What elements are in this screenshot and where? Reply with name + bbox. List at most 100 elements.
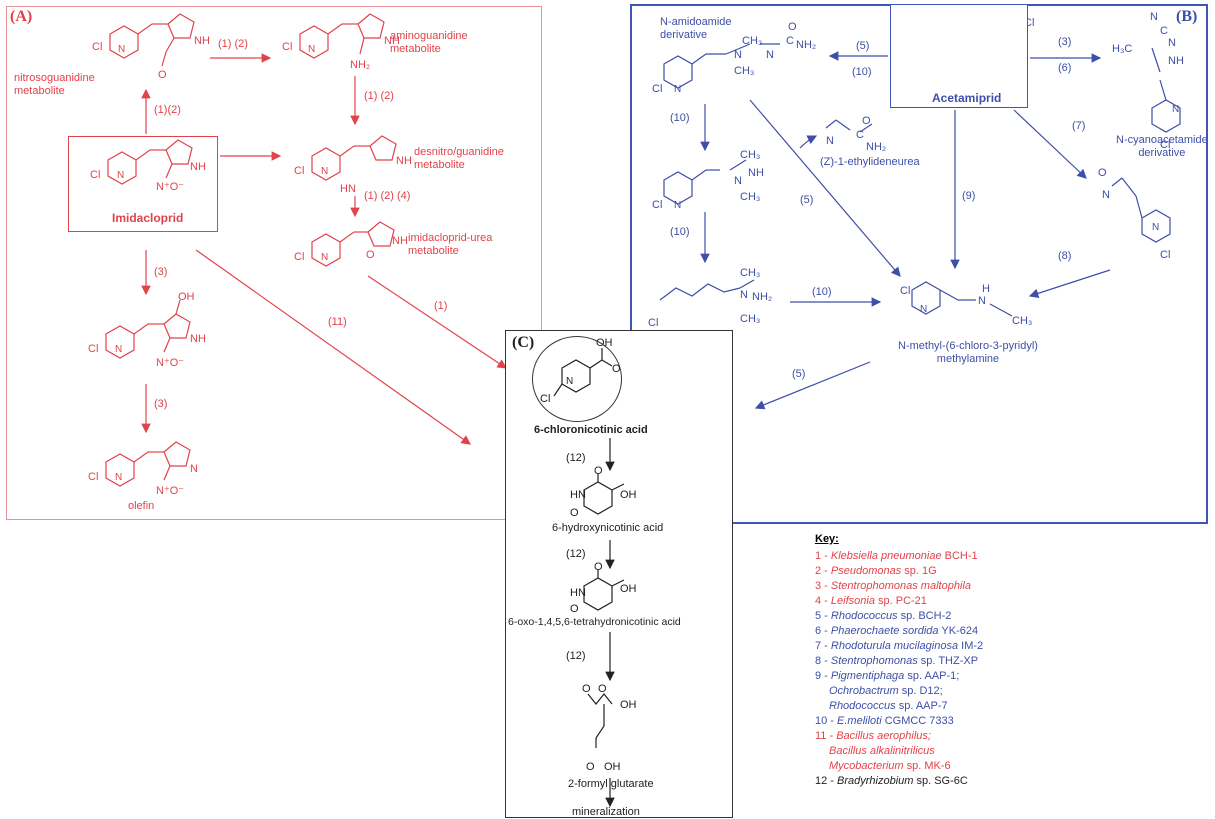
- svg-text:CH₃: CH₃: [1012, 315, 1032, 327]
- step-label: (9): [962, 190, 976, 202]
- svg-text:N: N: [734, 49, 742, 61]
- svg-text:OH: OH: [604, 761, 621, 773]
- svg-text:Cl: Cl: [282, 41, 292, 53]
- svg-text:N: N: [734, 175, 742, 187]
- panel-c-frame: [505, 330, 733, 818]
- svg-text:C: C: [786, 35, 794, 47]
- step-label: (1) (2): [364, 90, 394, 102]
- svg-text:Cl: Cl: [540, 393, 550, 405]
- svg-text:NH: NH: [384, 35, 400, 47]
- svg-text:NH: NH: [190, 161, 206, 173]
- arrow-acet-to-acetamide: [1013, 109, 1087, 179]
- svg-text:N: N: [308, 44, 315, 55]
- arrow-side-ethylideneurea: [799, 135, 818, 149]
- structure-acetamide: [1111, 177, 1171, 243]
- svg-text:Cl: Cl: [1160, 249, 1170, 261]
- svg-text:O: O: [598, 683, 607, 695]
- svg-text:O: O: [862, 115, 871, 127]
- step-label: (10): [852, 66, 872, 78]
- svg-text:N: N: [115, 472, 122, 483]
- svg-text:Cl: Cl: [88, 471, 98, 483]
- svg-text:O: O: [158, 69, 167, 81]
- svg-text:C: C: [1160, 25, 1168, 37]
- key-item-number: 5 -: [815, 610, 831, 622]
- panel-b-label: (B): [1176, 8, 1198, 25]
- svg-text:NH: NH: [1168, 55, 1184, 67]
- key-item-strain: sp. AAP-7: [895, 700, 948, 712]
- imidacloprid-box: [68, 136, 218, 232]
- step-label: (11): [328, 316, 347, 328]
- svg-text:OH: OH: [596, 337, 613, 349]
- step-label: (6): [1058, 62, 1072, 74]
- svg-text:O: O: [366, 249, 375, 261]
- svg-text:N: N: [1172, 104, 1179, 115]
- step-label: (5): [856, 40, 870, 52]
- step-label: (3): [1058, 36, 1072, 48]
- svg-text:N: N: [566, 376, 573, 387]
- svg-text:H₃C: H₃C: [1112, 43, 1132, 55]
- svg-text:N: N: [978, 295, 986, 307]
- key-item-organism: Mycobacterium: [829, 760, 904, 772]
- key-item: Rhodococcus sp. AAP-7: [815, 699, 1075, 714]
- svg-text:Cl: Cl: [88, 343, 98, 355]
- key-item-number: 2 -: [815, 565, 831, 577]
- svg-text:O: O: [594, 465, 603, 477]
- key-item: 12 - Bradyrhizobium sp. SG-6C: [815, 774, 1075, 789]
- svg-text:Cl: Cl: [652, 83, 662, 95]
- svg-text:N: N: [766, 49, 774, 61]
- structure-amidoamide: [663, 43, 780, 89]
- key-item-number: 7 -: [815, 640, 831, 652]
- svg-text:CH₃: CH₃: [740, 267, 760, 279]
- key-item: Mycobacterium sp. MK-6: [815, 759, 1075, 774]
- svg-text:O: O: [582, 683, 591, 695]
- svg-text:Cl: Cl: [648, 317, 658, 329]
- key-item-organism: Bacillus aerophilus;: [836, 730, 931, 742]
- mineralization-label: mineralization: [572, 806, 640, 818]
- key-item: Bacillus alkalinitrilicus: [815, 744, 1075, 759]
- key-item-organism: Klebsiella pneumoniae: [830, 550, 942, 562]
- svg-text:N⁺O⁻: N⁺O⁻: [156, 181, 184, 193]
- structure-desnitro: [311, 135, 397, 181]
- key-item: 11 - Bacillus aerophilus;: [815, 729, 1075, 744]
- svg-text:N: N: [1102, 189, 1110, 201]
- structure-imidacloprid: [107, 139, 193, 185]
- step-label: (10): [670, 112, 690, 124]
- structure-hydroxy-imidacloprid: [105, 299, 191, 359]
- svg-text:NH₂: NH₂: [350, 59, 370, 71]
- key-item-strain: sp. AAP-1;: [904, 670, 960, 682]
- key-item-organism: Rhodococcus: [829, 700, 896, 712]
- svg-text:N: N: [1168, 37, 1176, 49]
- key-item: Ochrobactrum sp. D12;: [815, 684, 1075, 699]
- key-item-organism: Ochrobactrum: [829, 685, 899, 697]
- step-label: (8): [1058, 250, 1072, 262]
- structure-imidacloprid-urea: [311, 221, 395, 267]
- key-item-number: 10 -: [815, 715, 838, 727]
- svg-text:O: O: [594, 561, 603, 573]
- key-item-strain: IM-2: [958, 640, 984, 652]
- svg-text:NH: NH: [190, 333, 206, 345]
- key-item-strain: YK-624: [938, 625, 979, 637]
- key-item-organism: Pseudomonas: [830, 565, 902, 577]
- acetamiprid-box: [890, 4, 1028, 108]
- key-item-organism: Bacillus alkalinitrilicus: [829, 745, 935, 757]
- key-item-organism: E.meliloti: [837, 715, 882, 727]
- step-label: (10): [670, 226, 690, 238]
- svg-text:OH: OH: [620, 583, 637, 595]
- svg-text:O: O: [570, 507, 579, 519]
- key-item: 3 - Stentrophomonas maltophila: [815, 579, 1075, 594]
- svg-text:OH: OH: [620, 699, 637, 711]
- key-item-number: 1 -: [815, 550, 831, 562]
- svg-text:H: H: [982, 283, 990, 295]
- svg-text:C: C: [856, 129, 864, 141]
- svg-text:O: O: [788, 21, 797, 33]
- step-label: (1) (2): [218, 38, 248, 50]
- svg-text:NH₂: NH₂: [796, 39, 816, 51]
- svg-text:CH₃: CH₃: [740, 313, 760, 325]
